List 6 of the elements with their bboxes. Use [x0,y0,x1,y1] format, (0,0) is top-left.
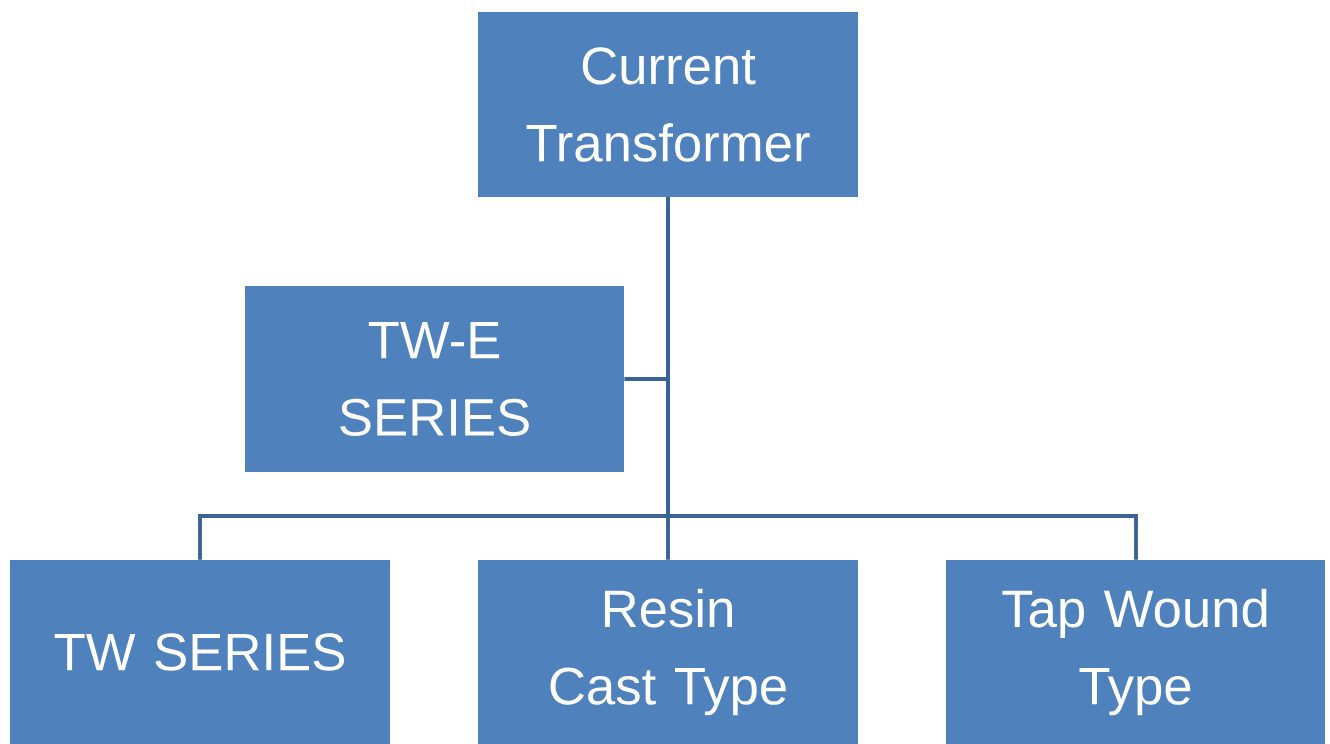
process-box: Resin Cast Type [478,560,858,744]
process-box: Current Transformer [478,12,858,197]
process-box: TW-E SERIES [245,286,624,472]
connector-line [666,197,1138,560]
process-box: Tap Wound Type [946,560,1325,744]
process-box: TW SERIES [10,560,390,744]
